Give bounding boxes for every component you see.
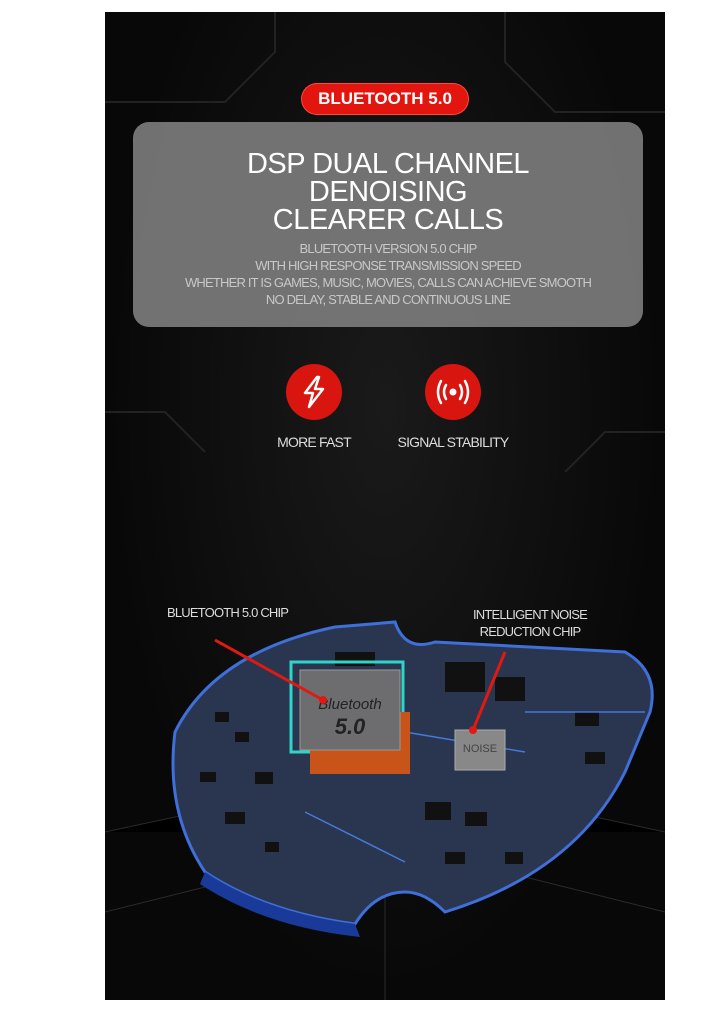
bluetooth-chip [299, 669, 401, 751]
bluetooth-chip-label: Bluetooth [318, 696, 381, 713]
callout-noise-chip: INTELLIGENT NOISE REDUCTION CHIP [455, 606, 605, 640]
bluetooth-chip-version: 5.0 [335, 714, 366, 739]
feature-more-fast: MORE FAST [244, 364, 384, 450]
info-panel: DSP DUAL CHANNEL DENOISING CLEARER CALLS… [133, 122, 643, 327]
feature-signal-stability: SIGNAL STABILITY [383, 364, 523, 450]
description-line: BLUETOOTH VERSION 5.0 CHIP [299, 241, 478, 256]
callout-line: INTELLIGENT NOISE [472, 607, 588, 622]
headline: DSP DUAL CHANNEL DENOISING CLEARER CALLS [133, 148, 643, 236]
feature-label: SIGNAL STABILITY [397, 434, 510, 450]
description-line: WITH HIGH RESPONSE TRANSMISSION SPEED [255, 258, 521, 273]
headline-line: CLEARER CALLS [272, 204, 504, 236]
signal-icon [425, 364, 481, 420]
bluetooth-chip-pointer [214, 638, 324, 702]
description: BLUETOOTH VERSION 5.0 CHIP WITH HIGH RES… [133, 240, 643, 308]
noise-chip-label: NOISE [463, 743, 497, 755]
feature-label: MORE FAST [277, 434, 352, 450]
product-poster: Bluetooth 5.0 NOISE BLUETOOTH 5.0 DSP DU… [105, 12, 665, 1000]
description-line: NO DELAY, STABLE AND CONTINUOUS LINE [265, 292, 511, 307]
noise-chip [454, 729, 506, 771]
lightning-icon [286, 364, 342, 420]
headline-line: DENOISING [308, 176, 468, 208]
circuit-board [171, 620, 654, 926]
circuit-background: Bluetooth 5.0 NOISE [105, 12, 665, 1000]
callout-bluetooth-chip: BLUETOOTH 5.0 CHIP [167, 605, 289, 620]
headline-line: DSP DUAL CHANNEL [246, 148, 530, 180]
description-line: WHETHER IT IS GAMES, MUSIC, MOVIES, CALL… [184, 275, 592, 290]
callout-line: REDUCTION CHIP [479, 624, 582, 639]
bluetooth-badge: BLUETOOTH 5.0 [302, 84, 468, 114]
noise-chip-pointer [471, 651, 507, 731]
